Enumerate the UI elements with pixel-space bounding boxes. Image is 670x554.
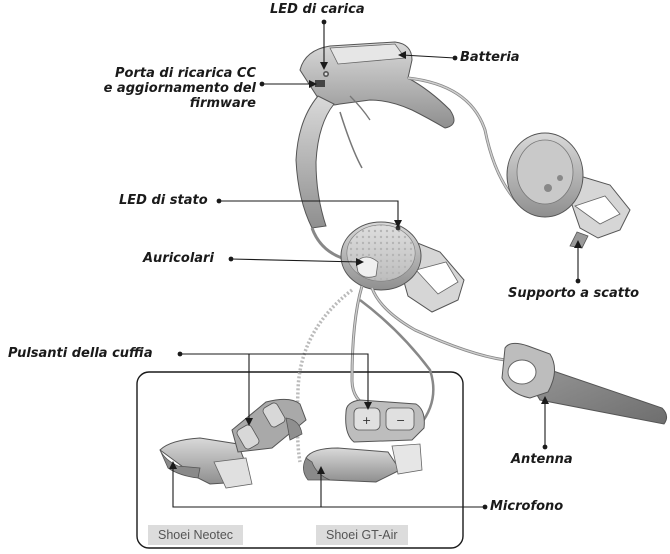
- label-earphones: Auricolari: [143, 251, 214, 266]
- svg-text:+: +: [362, 414, 371, 427]
- label-dc-port: Porta di ricarica CC e aggiornamento del…: [100, 66, 256, 111]
- label-charging-led: LED di carica: [270, 2, 365, 17]
- label-dc-port-line3: firmware: [100, 96, 256, 111]
- right-speaker: [507, 133, 630, 248]
- label-battery: Batteria: [460, 50, 520, 65]
- neotec-unit: [160, 399, 306, 488]
- label-clip-mount: Supporto a scatto: [508, 286, 639, 301]
- label-antenna: Antenna: [511, 452, 573, 467]
- label-headset-buttons: Pulsanti della cuffia: [8, 346, 153, 361]
- variant-tag-neotec: Shoei Neotec: [148, 525, 243, 545]
- antenna-part: [502, 343, 667, 424]
- label-microphone: Microfono: [490, 499, 563, 514]
- main-unit: [296, 42, 454, 228]
- variant-tag-gtair: Shoei GT-Air: [316, 525, 408, 545]
- svg-text:−: −: [396, 414, 405, 427]
- label-status-led: LED di stato: [119, 193, 208, 208]
- label-dc-port-line2: e aggiornamento del: [100, 81, 256, 96]
- label-dc-port-line1: Porta di ricarica CC: [100, 66, 256, 81]
